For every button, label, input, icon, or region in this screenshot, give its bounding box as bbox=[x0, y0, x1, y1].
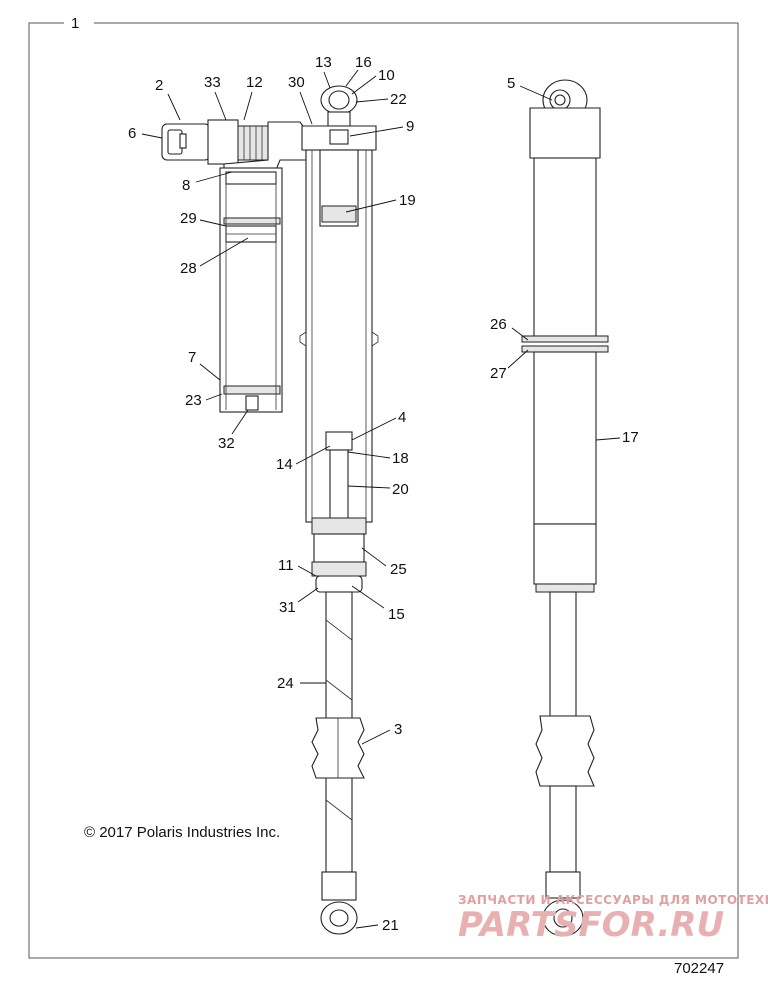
callout-2: 2 bbox=[155, 77, 163, 94]
callout-8: 8 bbox=[182, 177, 190, 194]
callout-10: 10 bbox=[378, 67, 395, 84]
callout-3: 3 bbox=[394, 721, 402, 738]
callout-23: 23 bbox=[185, 392, 202, 409]
assembled-shock bbox=[521, 79, 609, 937]
document-number: 702247 bbox=[674, 960, 724, 977]
diagram-frame bbox=[28, 22, 739, 959]
callout-4: 4 bbox=[398, 409, 406, 426]
watermark-tagline: ЗАПЧАСТИ И АКСЕССУАРЫ ДЛЯ МОТОТЕХНИКИ bbox=[458, 893, 768, 907]
callout-33: 33 bbox=[204, 74, 221, 91]
callout-24: 24 bbox=[277, 675, 294, 692]
callout-25: 25 bbox=[390, 561, 407, 578]
callout-11: 11 bbox=[278, 557, 294, 574]
watermark-brand: PARTSFOR.RU bbox=[458, 905, 724, 945]
callout-27: 27 bbox=[490, 365, 507, 382]
callout-20: 20 bbox=[392, 481, 409, 498]
callout-14: 14 bbox=[276, 456, 293, 473]
callout-21: 21 bbox=[382, 917, 399, 934]
shock-body-assembly bbox=[299, 85, 379, 935]
callout-5: 5 bbox=[507, 75, 515, 92]
callout-16: 16 bbox=[355, 54, 372, 71]
callout-9: 9 bbox=[406, 118, 414, 135]
callout-17: 17 bbox=[622, 429, 639, 446]
callout-30: 30 bbox=[288, 74, 305, 91]
callout-18: 18 bbox=[392, 450, 409, 467]
callout-31: 31 bbox=[279, 599, 296, 616]
callout-12: 12 bbox=[246, 74, 263, 91]
callout-6: 6 bbox=[128, 125, 136, 142]
copyright-notice: © 2017 Polaris Industries Inc. bbox=[84, 824, 280, 841]
callout-frame: 1 bbox=[71, 15, 79, 32]
callout-15: 15 bbox=[388, 606, 405, 623]
callout-28: 28 bbox=[180, 260, 197, 277]
callout-26: 26 bbox=[490, 316, 507, 333]
callout-22: 22 bbox=[390, 91, 407, 108]
callout-29: 29 bbox=[180, 210, 197, 227]
callout-7: 7 bbox=[188, 349, 196, 366]
callout-13: 13 bbox=[315, 54, 332, 71]
callout-19: 19 bbox=[399, 192, 416, 209]
callout-32: 32 bbox=[218, 435, 235, 452]
